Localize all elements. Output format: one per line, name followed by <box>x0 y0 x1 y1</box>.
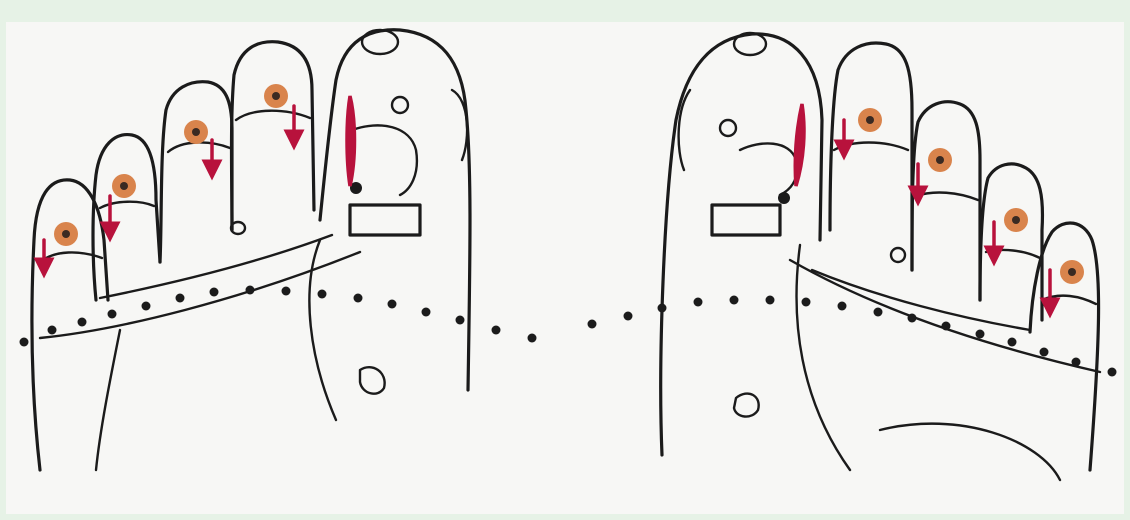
reflex-point <box>184 120 208 144</box>
right-third-toe-outline <box>912 102 980 300</box>
right-big-toe-joint <box>740 143 797 195</box>
reflex-point <box>264 84 288 108</box>
left-fourth-toe-crease <box>100 202 154 208</box>
left-third-toe-outline <box>160 82 232 262</box>
left-big-toe-circle <box>392 97 408 113</box>
right-big-toe-mark <box>795 104 804 186</box>
right-big-toe-oval <box>734 394 759 417</box>
right-foot <box>661 33 1100 480</box>
left-fourth-toe-outline <box>93 135 160 300</box>
right-small-toe-outline <box>1030 223 1099 470</box>
left-third-toe-crease <box>168 142 230 152</box>
right-third-toe-tip <box>891 248 905 262</box>
right-big-toe-circle <box>720 120 736 136</box>
left-big-toe-mark <box>347 96 355 186</box>
left-sole-line-4 <box>96 330 120 470</box>
right-big-toe-nail <box>734 33 766 55</box>
right-big-toe-pad <box>712 205 780 235</box>
right-third-toe-crease <box>916 193 978 200</box>
left-big-toe-outline <box>320 30 470 390</box>
reflex-point <box>1004 208 1028 232</box>
reflex-point <box>928 148 952 172</box>
left-second-toe-outline <box>232 42 315 230</box>
left-big-toe-pad <box>350 205 420 235</box>
left-foot <box>32 30 470 470</box>
reflex-point <box>1060 260 1084 284</box>
left-big-toe-joint <box>352 125 417 195</box>
reflex-point <box>858 108 882 132</box>
left-big-toe-nail <box>362 30 398 54</box>
reflex-point <box>112 174 136 198</box>
right-sole-line-1 <box>790 260 1100 372</box>
reflex-point <box>54 222 78 246</box>
reflex-points <box>54 84 1084 284</box>
right-sole-line-4 <box>880 424 1060 480</box>
right-big-toe-dot <box>778 192 790 204</box>
left-big-toe-oval <box>360 367 385 393</box>
left-second-toe-crease <box>236 111 310 120</box>
right-second-toe-outline <box>830 43 912 270</box>
